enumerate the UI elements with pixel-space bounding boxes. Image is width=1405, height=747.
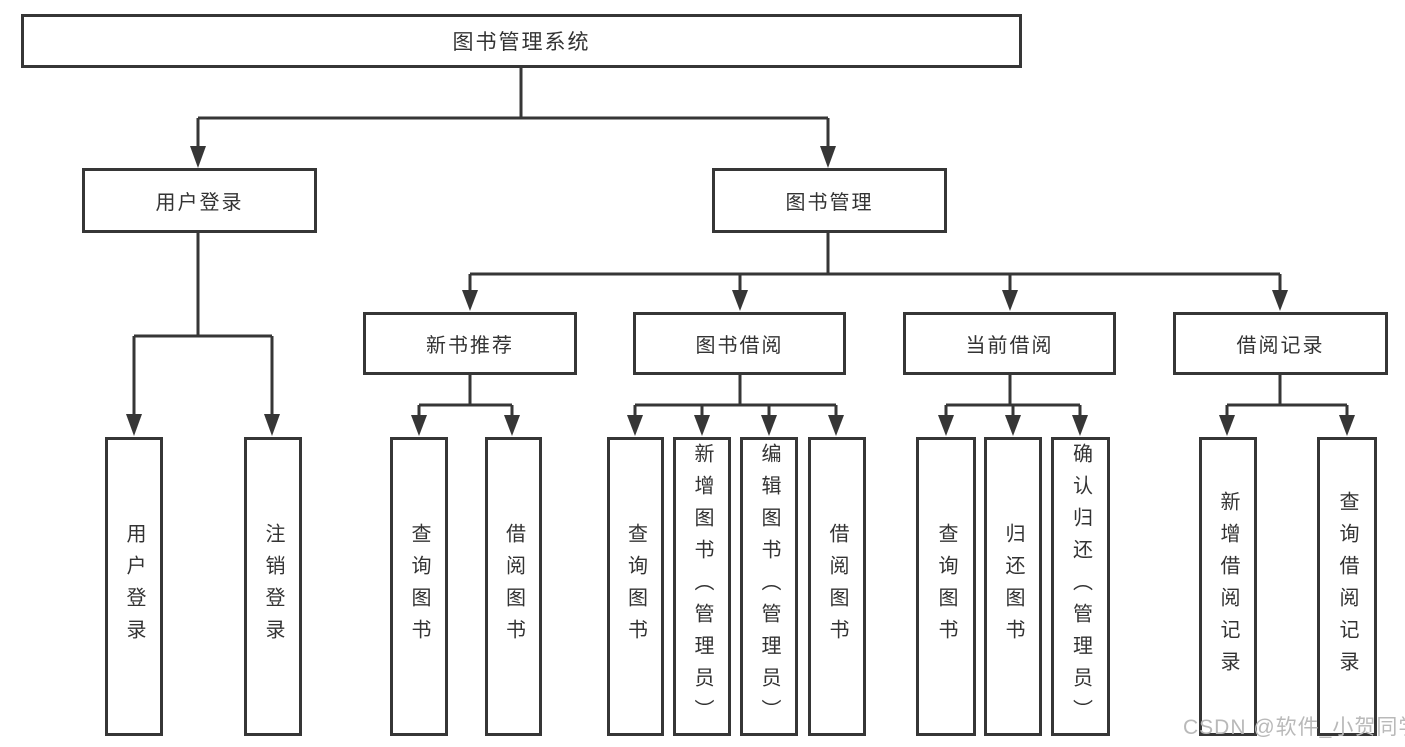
leaf-borrow-books-1-label: 借阅图书 — [502, 522, 525, 651]
leaf-borrow-books-1: 借阅图书 — [485, 437, 542, 736]
leaf-query-books-3: 查询图书 — [916, 437, 976, 736]
leaf-query-books-1-label: 查询图书 — [408, 522, 430, 651]
leaf-return-books: 归还图书 — [984, 437, 1042, 736]
leaf-add-borrow-record-label: 新增借阅记录 — [1217, 490, 1239, 683]
leaf-borrow-books-2-label: 借阅图书 — [826, 522, 848, 651]
node-book-management-label: 图书管理 — [785, 192, 874, 214]
node-book-borrow-label: 图书借阅 — [695, 335, 784, 357]
node-borrow-records: 借阅记录 — [1173, 312, 1388, 375]
node-root: 图书管理系统 — [21, 14, 1022, 68]
leaf-borrow-books-2: 借阅图书 — [808, 437, 866, 736]
node-current-borrow: 当前借阅 — [903, 312, 1116, 375]
leaf-add-book-admin: 新增图书（管理员） — [673, 437, 731, 736]
leaf-logout-label: 注销登录 — [262, 522, 284, 651]
leaf-add-book-admin-label: 新增图书（管理员） — [691, 442, 713, 731]
node-current-borrow-label: 当前借阅 — [965, 335, 1054, 357]
leaf-edit-book-admin-label: 编辑图书（管理员） — [758, 442, 780, 731]
leaf-confirm-return-admin-label: 确认归还（管理员） — [1069, 442, 1092, 731]
node-borrow-records-label: 借阅记录 — [1236, 335, 1325, 357]
leaf-edit-book-admin: 编辑图书（管理员） — [740, 437, 798, 736]
node-book-management: 图书管理 — [712, 168, 947, 233]
leaf-query-books-3-label: 查询图书 — [935, 522, 957, 651]
leaf-query-borrow-record: 查询借阅记录 — [1317, 437, 1377, 736]
node-user-login-label: 用户登录 — [155, 192, 244, 214]
watermark: CSDN @软件_小贺同学 — [1183, 716, 1405, 739]
node-new-book-recommend: 新书推荐 — [363, 312, 577, 375]
leaf-user-login-label: 用户登录 — [123, 522, 145, 651]
leaf-query-books-2: 查询图书 — [607, 437, 664, 736]
node-book-borrow: 图书借阅 — [633, 312, 846, 375]
leaf-confirm-return-admin: 确认归还（管理员） — [1051, 437, 1110, 736]
node-root-label: 图书管理系统 — [452, 31, 591, 54]
leaf-query-books-1: 查询图书 — [390, 437, 448, 736]
node-new-book-recommend-label: 新书推荐 — [426, 335, 514, 357]
node-user-login: 用户登录 — [82, 168, 317, 233]
leaf-user-login: 用户登录 — [105, 437, 163, 736]
leaf-logout: 注销登录 — [244, 437, 302, 736]
leaf-query-books-2-label: 查询图书 — [624, 522, 647, 651]
leaf-query-borrow-record-label: 查询借阅记录 — [1336, 490, 1358, 683]
leaf-add-borrow-record: 新增借阅记录 — [1199, 437, 1257, 736]
leaf-return-books-label: 归还图书 — [1002, 522, 1024, 651]
